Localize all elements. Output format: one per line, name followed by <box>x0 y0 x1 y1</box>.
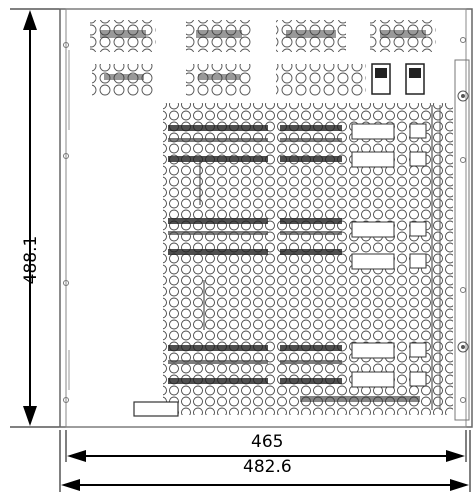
label-plate <box>133 401 179 417</box>
top-vent-row-1 <box>90 20 436 52</box>
top-vent-row-2 <box>92 64 366 96</box>
height-dimension-label: 488.1 <box>21 235 41 285</box>
module-slots <box>351 105 441 410</box>
outer-width-dimension-label: 482.6 <box>243 457 292 477</box>
height-dimension <box>10 8 62 428</box>
bottom-strip <box>133 396 420 417</box>
inner-width-dimension-label: 465 <box>251 432 284 452</box>
power-switches <box>371 63 425 95</box>
width-dimensions <box>59 430 471 492</box>
card-connectors <box>168 125 342 384</box>
